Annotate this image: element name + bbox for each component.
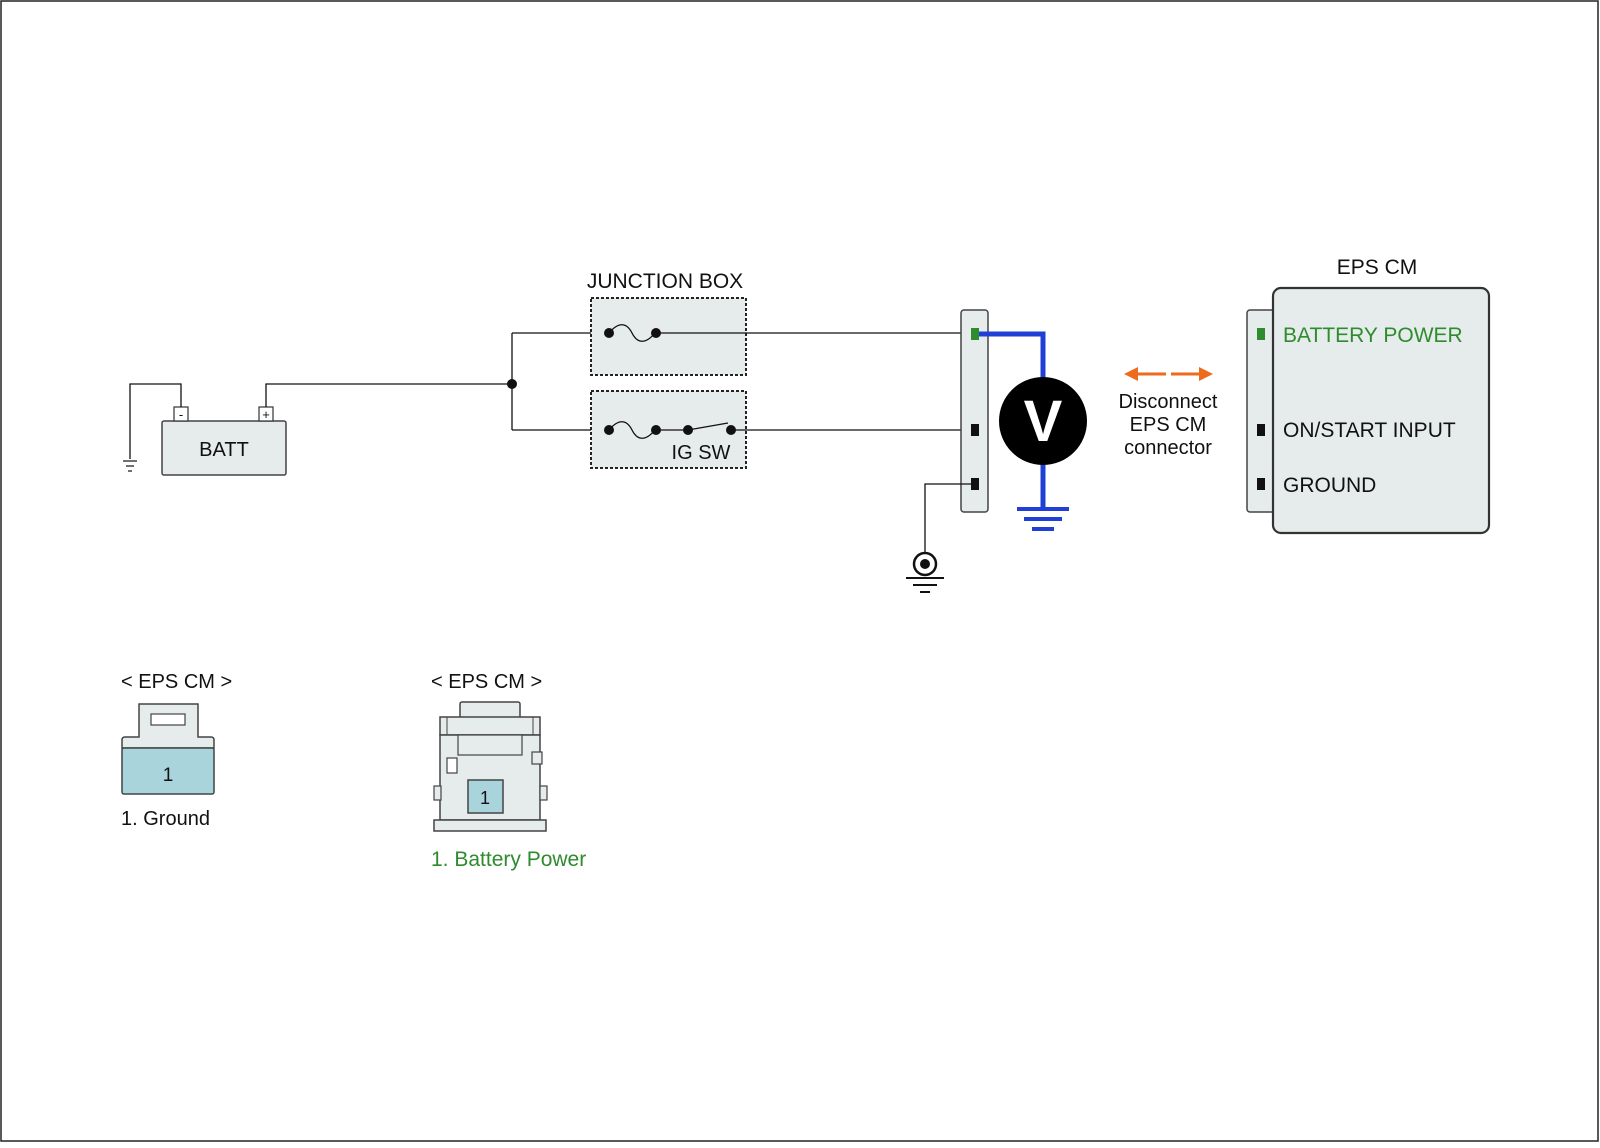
module-pin-label-ground: GROUND <box>1283 474 1376 497</box>
eps-cm-module: BATTERY POWER ON/START INPUT GROUND <box>1246 286 1491 535</box>
connector-1-pin-number: 1 <box>163 765 174 786</box>
disconnect-text-1: Disconnect <box>1119 391 1218 413</box>
chassis-ground-icon <box>906 551 944 593</box>
disconnect-arrows-icon <box>1124 367 1213 381</box>
battery-negative-label: - <box>179 407 183 422</box>
harness-pin-battery <box>971 328 979 340</box>
ignition-switch-icon <box>687 422 729 431</box>
connector-1-drawing: 1 <box>121 703 215 795</box>
connector-1-title: < EPS CM > <box>121 671 232 693</box>
junction-box-upper <box>590 297 747 376</box>
battery-label: BATT <box>199 439 249 461</box>
disconnect-text-2: EPS CM <box>1130 414 1207 436</box>
junction-box-label: JUNCTION BOX <box>587 270 743 293</box>
module-pin-ground <box>1257 478 1265 490</box>
disconnect-text-3: connector <box>1124 437 1212 459</box>
harness-connector <box>960 309 989 513</box>
battery-body <box>161 420 287 476</box>
module-pin-label-on-start: ON/START INPUT <box>1283 419 1456 442</box>
junction-box-ig: IG SW <box>590 390 747 469</box>
voltmeter-positive-lead <box>979 331 1046 378</box>
voltmeter-ground-icon <box>1017 507 1069 531</box>
battery: BATT - + <box>161 406 287 476</box>
battery-positive-label: + <box>262 407 270 422</box>
connector-1-desc: 1. Ground <box>121 808 210 830</box>
module-pin-on-start <box>1257 424 1265 436</box>
module-pin-battery <box>1257 328 1265 340</box>
connector-2-pin-cavity <box>467 779 504 814</box>
battery-ground-icon <box>123 383 182 472</box>
module-body <box>1271 286 1491 535</box>
fuse-icon <box>608 421 656 439</box>
harness-pin-ground <box>971 478 979 490</box>
module-pin-label-battery: BATTERY POWER <box>1283 324 1463 347</box>
voltmeter-label: V <box>1024 389 1063 454</box>
connector-2-drawing: 1 <box>433 701 548 832</box>
connector-2-title: < EPS CM > <box>431 671 542 693</box>
junction-box-fuse <box>590 297 747 376</box>
connector-2-desc: 1. Battery Power <box>431 848 586 871</box>
harness-pin-on-start <box>971 424 979 436</box>
connector-1-pin-cavity <box>121 747 215 795</box>
connector-2-pin-number: 1 <box>480 788 490 808</box>
battery-positive-wire <box>265 383 512 407</box>
voltmeter-icon <box>999 377 1087 465</box>
module-title: EPS CM <box>1337 256 1418 279</box>
fuse-icon <box>608 324 656 342</box>
ig-switch-label: IG SW <box>672 442 731 464</box>
chassis-ground-wire <box>924 483 971 562</box>
harness-connector-body <box>960 309 989 513</box>
